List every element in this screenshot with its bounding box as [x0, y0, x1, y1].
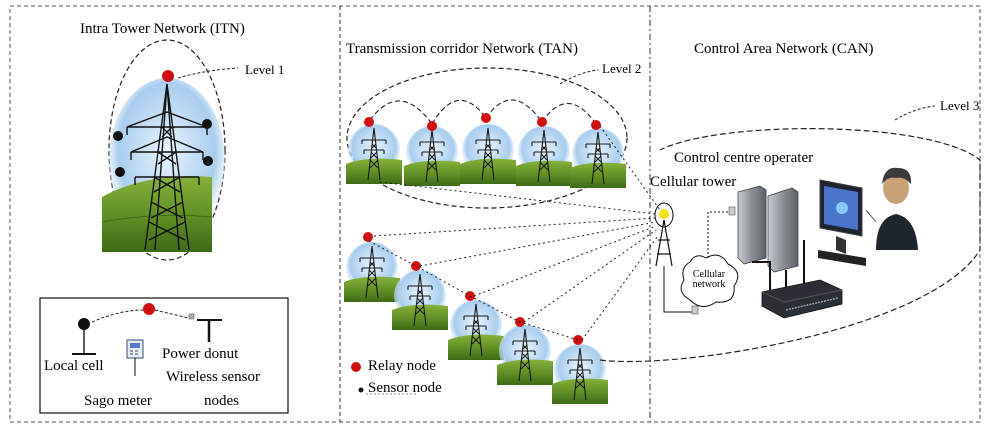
- cellular-network-line2: network: [692, 279, 726, 290]
- relay-node-legend-icon: [351, 362, 361, 372]
- cellular-network-line1: Cellular: [692, 269, 726, 280]
- tan-relay-node: [411, 261, 421, 271]
- sensor-node-legend-icon: [358, 387, 364, 393]
- wireless-sensor-nodes-label: nodes: [204, 393, 239, 409]
- tan-tower: [343, 241, 401, 303]
- level2-label: Level 2: [602, 61, 642, 76]
- tan-lower-links: [368, 240, 579, 341]
- tan-tower: [551, 343, 609, 405]
- can-title: Control Area Network (CAN): [694, 41, 874, 57]
- level3-label: Level 3: [940, 98, 980, 113]
- tan-relay-node: [591, 120, 601, 130]
- tan-tower: [569, 127, 627, 189]
- tan-tower: [459, 123, 517, 185]
- tan-relay-node: [481, 113, 491, 123]
- network-switch-icon: [761, 279, 843, 319]
- local-cell-label: Local cell: [44, 358, 104, 374]
- legend-link-2: [154, 309, 189, 319]
- tan-tower: [447, 299, 505, 361]
- tan-tower: [496, 324, 554, 386]
- tan-relay-node: [573, 335, 583, 345]
- itn-relay-node: [162, 70, 174, 82]
- sago-meter-icon: [126, 339, 144, 376]
- itn-sensor-node: [203, 156, 213, 166]
- level1-label: Level 1: [245, 62, 285, 77]
- tan-to-cellular-links: [373, 125, 661, 341]
- cellular-wire: [663, 266, 694, 313]
- power-donut-icon: [188, 313, 222, 342]
- cellular-tower-icon: [654, 202, 674, 267]
- can-boundary-ellipse: [599, 128, 981, 363]
- tan-relay-node: [364, 117, 374, 127]
- legend-link-1: [91, 309, 145, 323]
- power-donut-label: Power donut: [162, 346, 239, 362]
- connector-icon: [691, 305, 699, 315]
- itn-sensor-node: [202, 119, 212, 129]
- monitor-icon: [818, 179, 866, 266]
- tan-tower: [403, 125, 461, 187]
- relay-node-label: Relay node: [368, 358, 436, 374]
- level1-pointer: [177, 67, 239, 79]
- tan-tower: [345, 123, 403, 185]
- local-cell-icon: [72, 318, 96, 355]
- itn-boundary-ellipse: [108, 39, 226, 261]
- cloud-to-server-link: [707, 211, 730, 258]
- tan-boundary-ellipse: [346, 67, 628, 209]
- itn-title: Intra Tower Network (ITN): [80, 21, 245, 37]
- sago-meter-label: Sago meter: [84, 393, 152, 409]
- tan-relay-arcs: [369, 99, 597, 125]
- tan-relay-node: [363, 232, 373, 242]
- cellular-tower-label: Cellular tower: [650, 174, 737, 190]
- itn-sensor-node: [113, 131, 123, 141]
- legend-relay-icon: [143, 303, 155, 315]
- level3-pointer: [894, 105, 936, 121]
- wireless-sensor-label: Wireless sensor: [166, 369, 260, 385]
- itn-sensor-node: [115, 167, 125, 177]
- tan-relay-node: [537, 117, 547, 127]
- cellular-network-label: Cellular network: [686, 270, 732, 290]
- operator-desk-link: [865, 209, 877, 223]
- control-centre-label: Control centre operater: [674, 150, 814, 166]
- connector-icon: [728, 206, 736, 216]
- tan-tower: [515, 125, 573, 187]
- operator-avatar-icon: [876, 167, 918, 250]
- level2-pointer: [559, 69, 599, 85]
- tan-relay-node: [427, 121, 437, 131]
- itn-legend-box: [39, 297, 289, 414]
- sensor-node-label: Sensor node: [368, 380, 442, 396]
- server-rack-icon: [737, 185, 799, 273]
- tan-title: Transmission corridor Network (TAN): [346, 41, 578, 57]
